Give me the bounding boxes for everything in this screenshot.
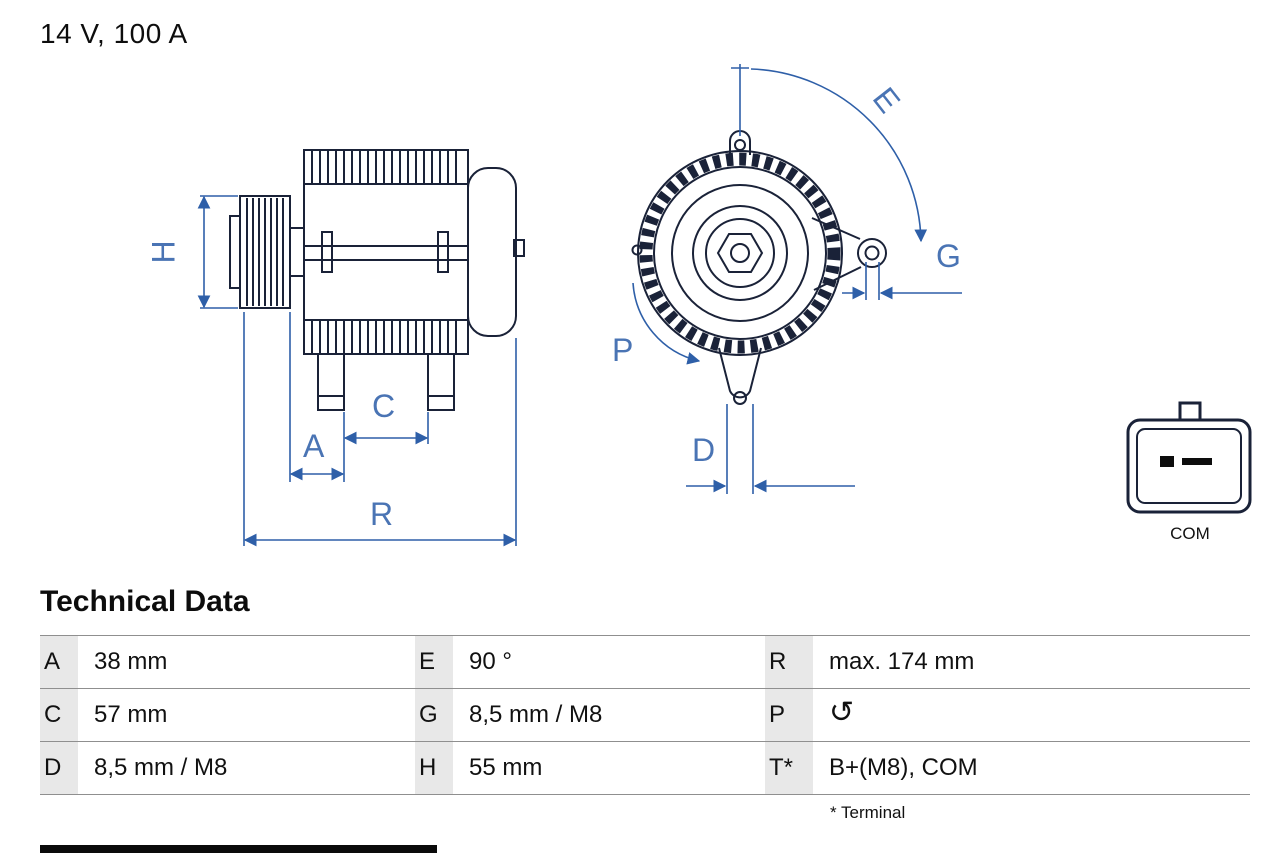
table-cell-value: ↺ <box>813 689 1250 742</box>
dimension-label-a: A <box>303 428 325 464</box>
technical-data-heading: Technical Data <box>40 585 250 618</box>
connector-pin-1 <box>1160 456 1174 467</box>
page-title: 14 V, 100 A <box>40 18 188 49</box>
product-diagram: H A C R E G P D COM <box>145 64 1252 547</box>
alternator-side-view <box>229 149 525 411</box>
table-cell-value: 90 ° <box>453 636 765 689</box>
dimension-lines <box>197 64 962 547</box>
alternator-front-view <box>631 130 887 405</box>
connector-label: COM <box>1170 524 1210 543</box>
table-cell-key: H <box>415 742 453 795</box>
technical-data-table: A 38 mm E 90 ° R max. 174 mm C 57 mm G 8… <box>40 635 1250 795</box>
table-cell-key: G <box>415 689 453 742</box>
table-cell-key: D <box>40 742 78 795</box>
dimension-label-c: C <box>372 388 396 424</box>
table-cell-key: A <box>40 636 78 689</box>
dimension-label-g: G <box>936 238 961 274</box>
table-cell-value: 38 mm <box>78 636 415 689</box>
table-cell-value: B+(M8), COM <box>813 742 1250 795</box>
dimension-label-d: D <box>692 432 716 468</box>
terminal-footnote: * Terminal <box>830 803 906 822</box>
technical-data-section: Technical Data A 38 mm E 90 ° R max. 174… <box>40 585 1250 823</box>
table-cell-value: 55 mm <box>453 742 765 795</box>
table-cell-key: T* <box>765 742 813 795</box>
connector-pin-2 <box>1182 458 1212 465</box>
table-cell-key: E <box>415 636 453 689</box>
table-cell-key: C <box>40 689 78 742</box>
table-cell-value: 57 mm <box>78 689 415 742</box>
table-cell-value: 8,5 mm / M8 <box>453 689 765 742</box>
table-cell-key: R <box>765 636 813 689</box>
dimension-label-p: P <box>612 332 634 368</box>
connector-diagram <box>1126 401 1252 514</box>
product-diagram-svg <box>197 64 1252 547</box>
table-cell-value: max. 174 mm <box>813 636 1250 689</box>
dimension-label-r: R <box>370 496 394 532</box>
table-cell-value: 8,5 mm / M8 <box>78 742 415 795</box>
dimension-label-h: H <box>145 240 182 264</box>
bottom-divider <box>40 845 437 853</box>
rotation-direction-icon: ↺ <box>829 696 855 729</box>
table-cell-key: P <box>765 689 813 742</box>
